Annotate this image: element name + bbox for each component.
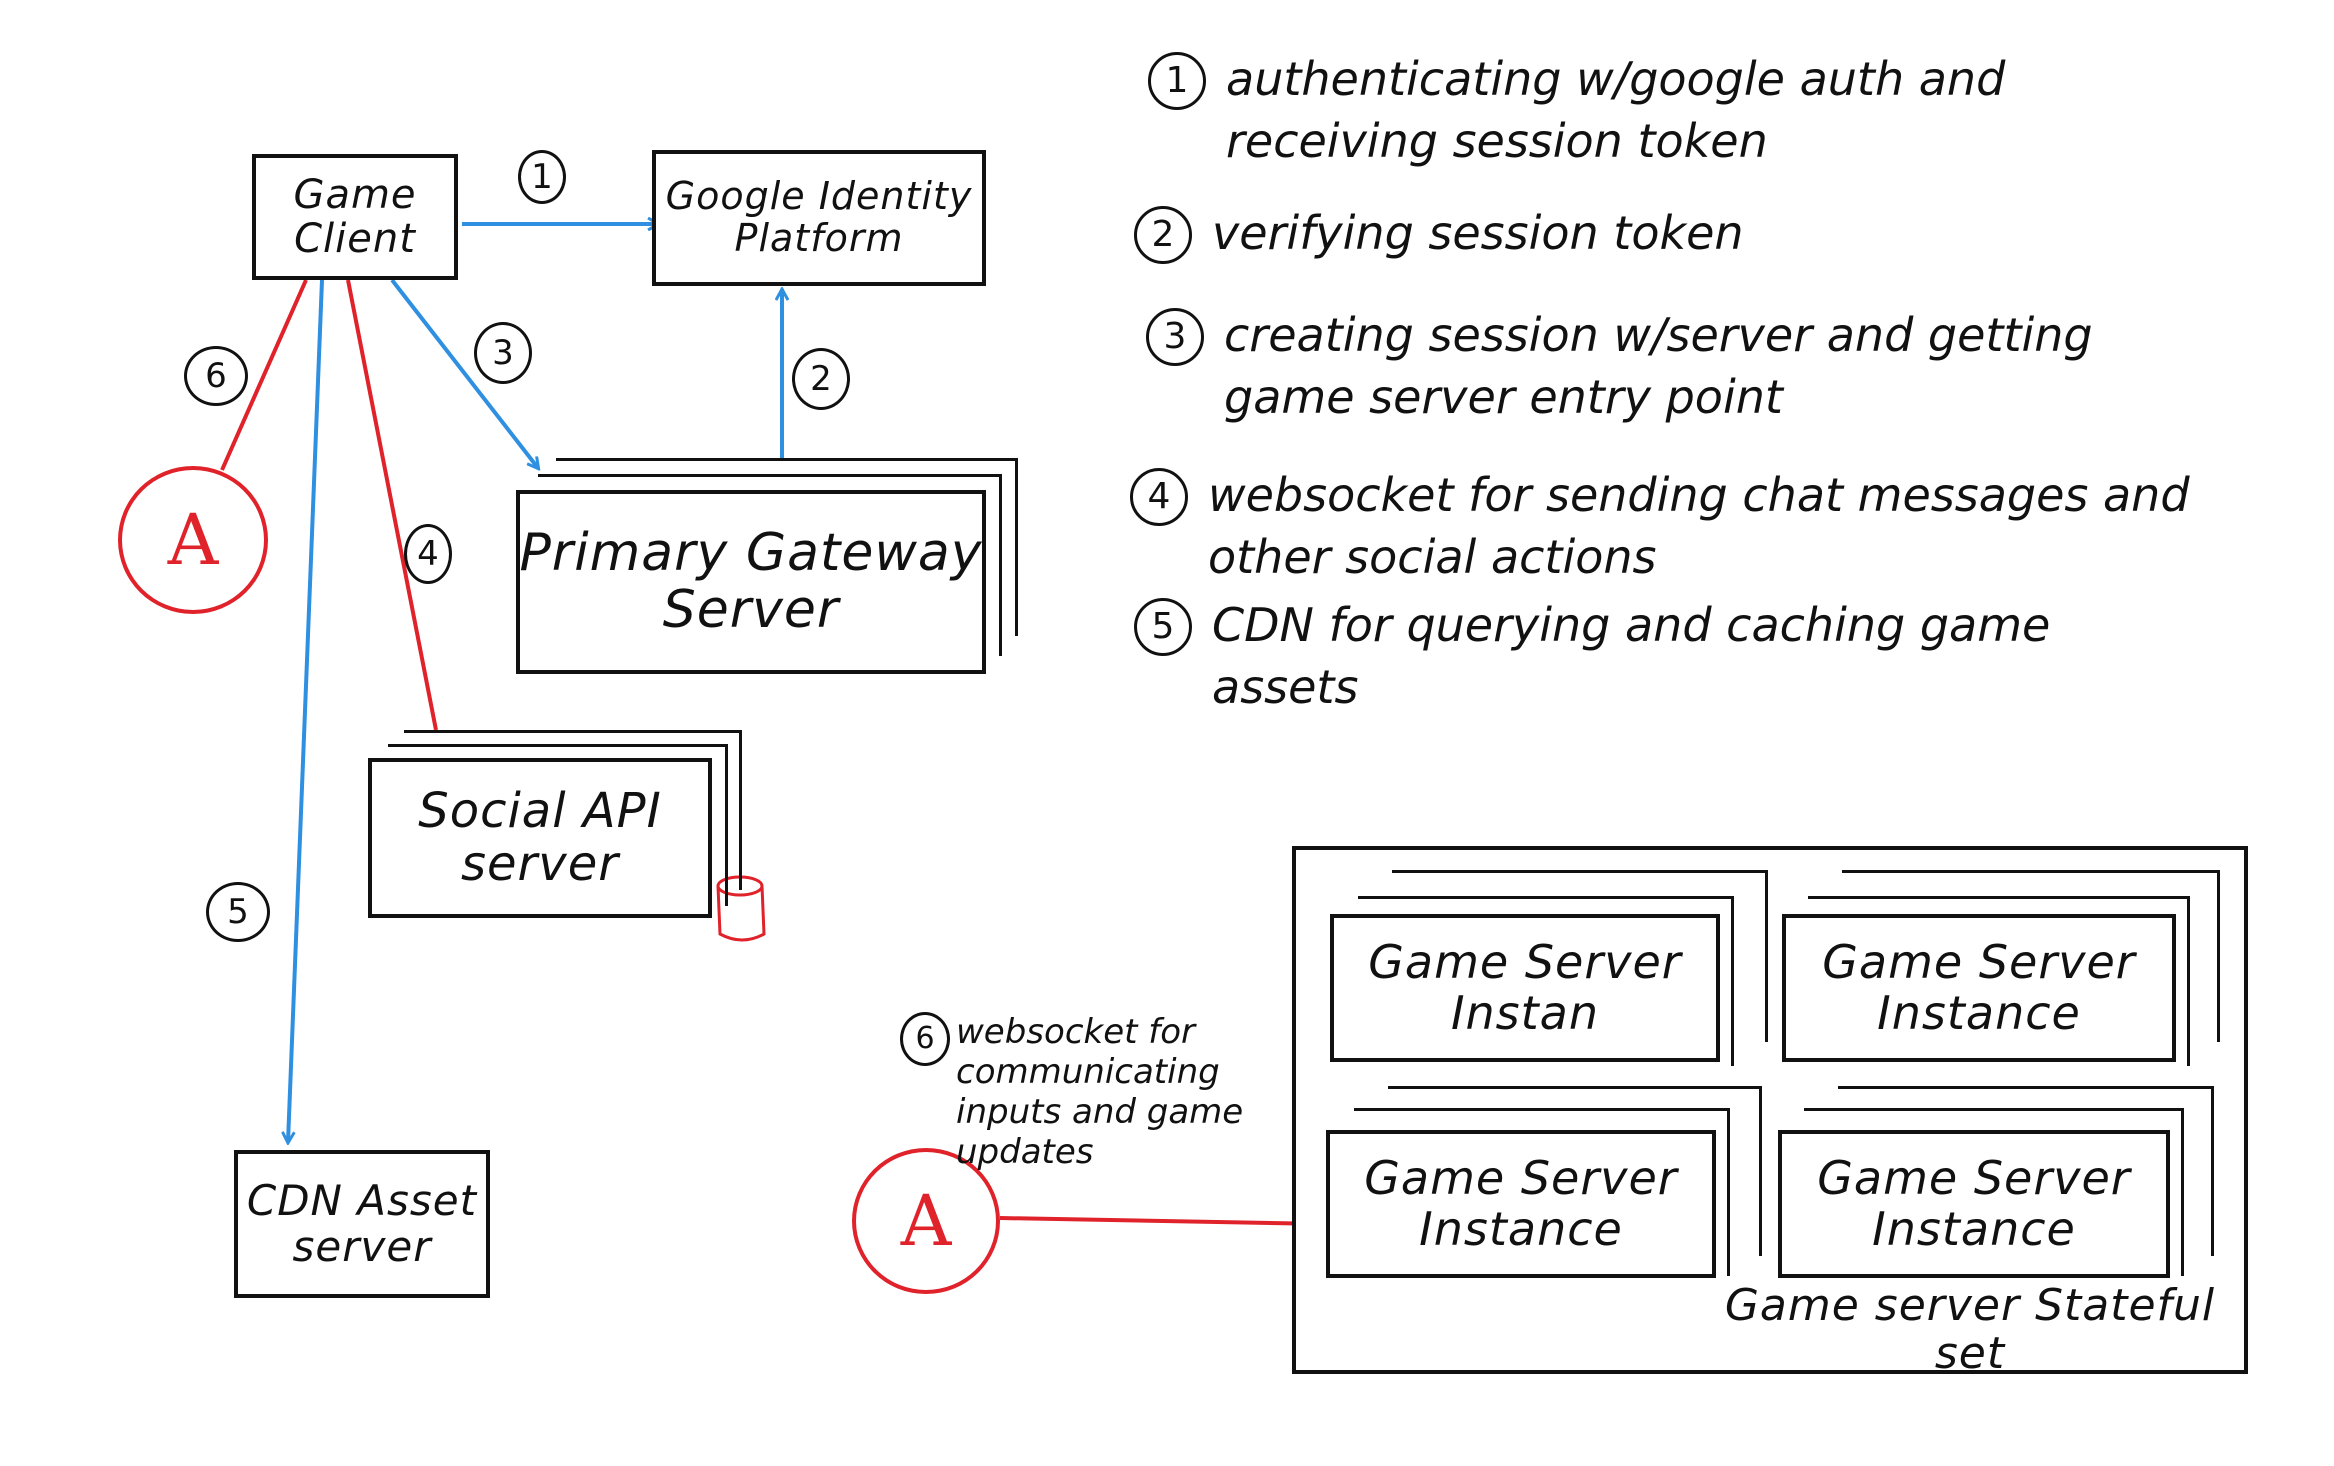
gs3-shadow-2 bbox=[1388, 1086, 1762, 1256]
game-client-node[interactable] bbox=[252, 154, 458, 280]
legend-text-1: authenticating w/google auth and receivi… bbox=[1226, 52, 2006, 168]
cdn-asset-label: CDN Asset server bbox=[246, 1175, 478, 1271]
game-server-instance-3[interactable] bbox=[1326, 1130, 1716, 1278]
legend-number-1: 1 bbox=[1148, 52, 1206, 110]
social-stack-shadow-2 bbox=[404, 730, 742, 890]
edge-label-5: 5 bbox=[206, 882, 270, 942]
game-server-instance-4[interactable] bbox=[1778, 1130, 2170, 1278]
primary-gateway-label: Primary Gateway Server bbox=[519, 522, 983, 640]
edge-label-6: 6 bbox=[184, 346, 248, 406]
edge-client-to-cdn bbox=[288, 279, 324, 1142]
legend-text-3: creating session w/server and getting ga… bbox=[1224, 308, 2093, 424]
gs1-shadow-2 bbox=[1392, 870, 1768, 1042]
gateway-stack-shadow-2 bbox=[556, 458, 1018, 636]
game-server-1-label: Game Server Instan bbox=[1368, 935, 1682, 1040]
primary-gateway-node[interactable] bbox=[516, 490, 986, 674]
legend-text-5: CDN for querying and caching game assets bbox=[1212, 598, 2051, 714]
legend-item-2: 2 verifying session token bbox=[1134, 202, 2174, 264]
gs1-shadow-1 bbox=[1358, 896, 1734, 1066]
websocket-note-number: 6 bbox=[900, 1012, 950, 1066]
game-server-instance-2[interactable] bbox=[1782, 914, 2176, 1062]
game-server-4-label: Game Server Instance bbox=[1817, 1151, 2131, 1256]
legend-number-5: 5 bbox=[1134, 598, 1192, 656]
legend-item-5: 5 CDN for querying and caching game asse… bbox=[1134, 594, 2134, 718]
edge-label-3: 3 bbox=[474, 322, 532, 384]
cdn-asset-node[interactable] bbox=[234, 1150, 490, 1298]
legend-item-3: 3 creating session w/server and getting … bbox=[1146, 304, 2206, 428]
gs2-shadow-2 bbox=[1842, 870, 2220, 1042]
google-identity-label: Google Identity Platform bbox=[665, 174, 973, 260]
game-server-instance-1[interactable] bbox=[1330, 914, 1720, 1062]
edge-label-2: 2 bbox=[792, 348, 850, 410]
websocket-note-text: websocket for communicating inputs and g… bbox=[956, 1012, 1244, 1172]
websocket-note: 6 websocket for communicating inputs and… bbox=[900, 1012, 1280, 1172]
stateful-set-label: Game server Stateful set bbox=[1724, 1279, 2216, 1379]
social-stack-shadow-1 bbox=[388, 744, 728, 906]
game-server-3-label: Game Server Instance bbox=[1364, 1151, 1678, 1256]
edge-label-4: 4 bbox=[404, 524, 452, 584]
gs2-shadow-1 bbox=[1808, 896, 2190, 1066]
legend-number-3: 3 bbox=[1146, 308, 1204, 366]
gs4-shadow-1 bbox=[1804, 1108, 2184, 1276]
legend-item-1: 1 authenticating w/google auth and recei… bbox=[1148, 48, 2188, 172]
legend-number-4: 4 bbox=[1130, 468, 1188, 526]
game-client-label: Game Client bbox=[293, 172, 417, 262]
ref-marker-a-bottom: A bbox=[852, 1148, 1000, 1294]
gs3-shadow-1 bbox=[1354, 1108, 1730, 1276]
social-api-node[interactable] bbox=[368, 758, 712, 918]
social-api-label: Social API server bbox=[418, 783, 662, 892]
edge-client-to-ref-a bbox=[220, 279, 308, 471]
legend-text-4: websocket for sending chat messages and … bbox=[1208, 468, 2190, 584]
edge-client-to-social bbox=[346, 279, 438, 731]
gs4-shadow-2 bbox=[1838, 1086, 2214, 1256]
edge-ref-a-to-game-server bbox=[999, 1216, 1327, 1226]
google-identity-node[interactable] bbox=[652, 150, 986, 286]
legend-item-4: 4 websocket for sending chat messages an… bbox=[1130, 464, 2210, 588]
legend-number-2: 2 bbox=[1134, 206, 1192, 264]
game-server-2-label: Game Server Instance bbox=[1822, 935, 2136, 1040]
edge-label-1: 1 bbox=[518, 150, 566, 204]
ref-marker-a-top: A bbox=[118, 466, 268, 614]
edge-client-to-gateway bbox=[390, 278, 538, 468]
legend-text-2: verifying session token bbox=[1212, 206, 1744, 260]
gateway-stack-shadow-1 bbox=[538, 474, 1002, 656]
